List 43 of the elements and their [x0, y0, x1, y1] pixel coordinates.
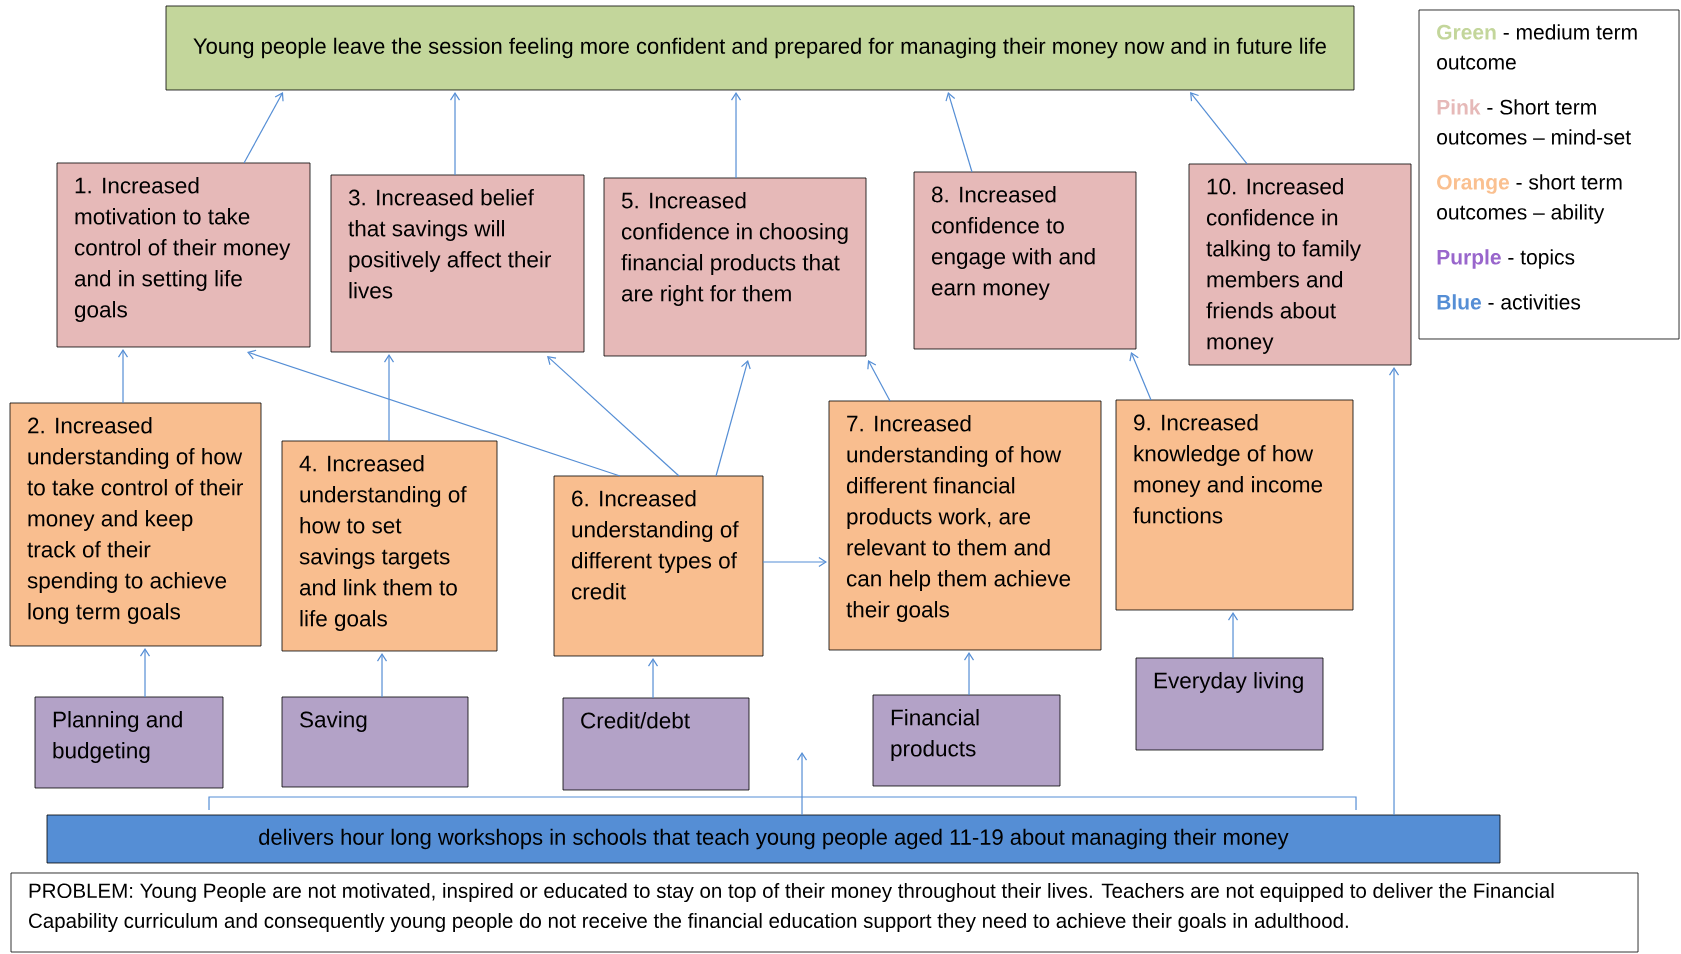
arrow	[715, 360, 751, 477]
arrow	[963, 652, 975, 696]
arrow	[796, 752, 808, 816]
arrow	[647, 658, 659, 699]
legend-entry: Purple - topics	[1437, 249, 1575, 269]
topic-box: Planning and budgeting	[34, 696, 224, 789]
outcome-box: 10. Increased confidence in talking to family members and friends about money	[1188, 163, 1412, 366]
arrow	[139, 648, 151, 698]
arrow	[243, 92, 284, 164]
legend-entry: Blue - activities	[1437, 294, 1581, 310]
arrow	[730, 92, 742, 179]
outcome-box: 3. Increased belief that savings will positively affect their lives	[330, 174, 585, 353]
arrow	[117, 349, 129, 404]
outcome-box: 6. Increased understanding of different types of credit	[553, 475, 764, 657]
arrow	[247, 349, 621, 477]
arrow	[1190, 92, 1248, 165]
topic-box: Saving	[281, 696, 469, 788]
activity-bar: delivers hour long workshops in schools that teach young people aged 11-19 about managing their money	[46, 814, 1501, 864]
topic-box: Everyday living	[1135, 657, 1324, 751]
topic-box: Credit/debt	[562, 697, 750, 791]
arrow	[1227, 612, 1239, 659]
arrow	[547, 356, 680, 477]
outcome-box: 5. Increased confidence in choosing financial products that are right for them	[603, 177, 867, 357]
outcome-box: 8. Increased confidence to engage with and earn money	[913, 171, 1137, 350]
outcome-box: 1. Increased motivation to take control of their money and in setting life goals	[56, 162, 311, 348]
legend-entry: Pink - Short term outcomes – mind-set	[1437, 99, 1631, 145]
arrow	[762, 556, 827, 568]
legend-entry: Orange - short term outcomes – ability	[1437, 174, 1622, 224]
arrow	[867, 360, 891, 402]
outcome-box: 2. Increased understanding of how to take control of their money and keep track of their spending to achieve long term goals	[9, 402, 262, 647]
topic-box: Financial products	[872, 694, 1061, 787]
arrow	[449, 92, 461, 176]
outcome-box: 9. Increased knowledge of how money and income functions	[1115, 399, 1354, 611]
arrow	[1388, 367, 1400, 816]
outcome-box: 7. Increased understanding of how different financial products work, are relevant to them and can help them achieve their goals	[828, 400, 1102, 651]
arrow	[1129, 352, 1152, 401]
outcome-box: 4. Increased understanding of how to set savings targets and link them to life goals	[281, 440, 498, 652]
arrow	[945, 92, 973, 173]
arrow	[376, 653, 388, 698]
outcome-box: Young people leave the session feeling more confident and prepared for managing their money now and in future life	[165, 5, 1355, 91]
arrow	[383, 354, 395, 442]
legend-entry: Green - medium term outcome	[1437, 24, 1637, 70]
problem-box: PROBLEM: Young People are not motivated, inspired or educated to stay on top of their money throughout their lives. Teachers are not equipped to deliver the Financial Capability curriculum and consequently young people do not receive the financial education support they need to achieve their goals in adulthood.	[10, 872, 1639, 953]
